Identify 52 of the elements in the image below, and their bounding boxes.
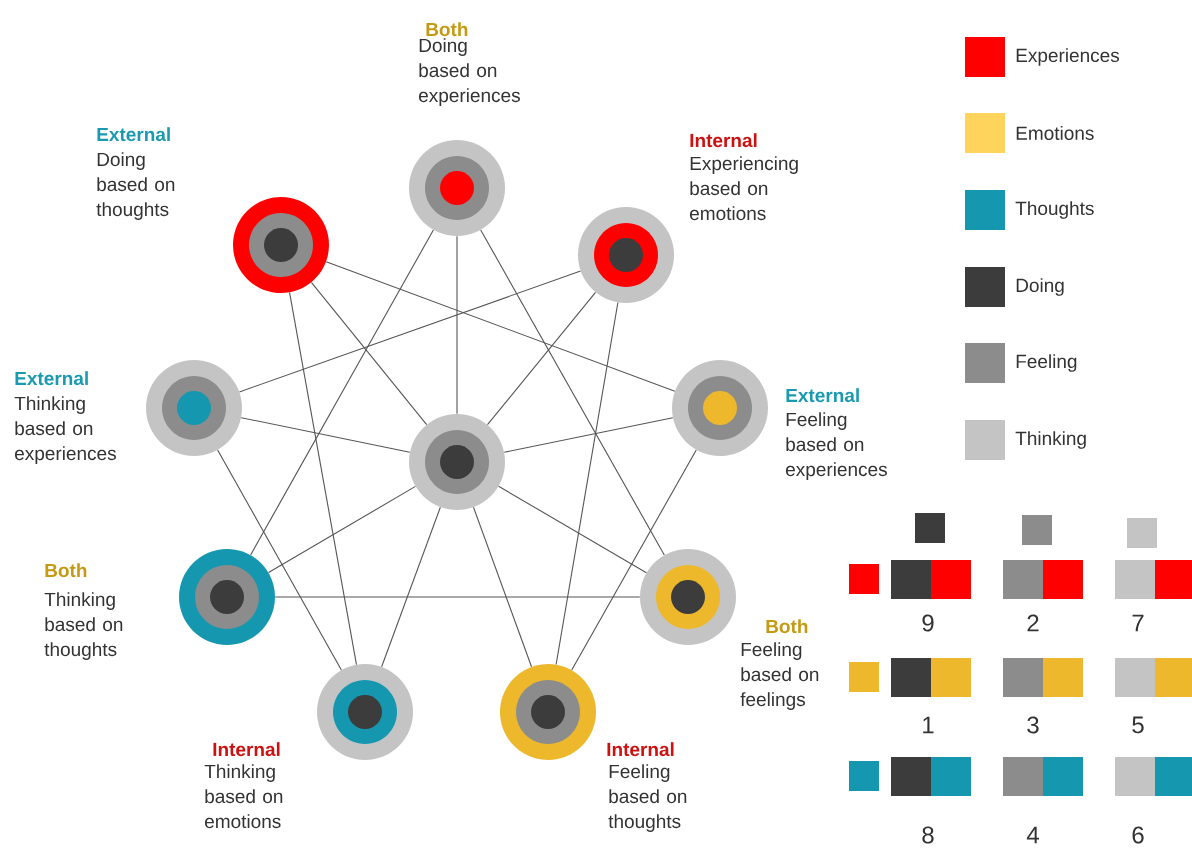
description: Feeling based on thoughts: [608, 764, 687, 832]
connector-line: [240, 417, 411, 453]
connector-line: [486, 291, 597, 426]
connector-line: [217, 449, 342, 671]
connector-line: [250, 229, 434, 556]
connector-line: [381, 506, 441, 668]
legend-label: Emotions: [1016, 126, 1094, 140]
legend-label: Feeling: [1016, 354, 1077, 372]
connector-line: [325, 261, 676, 392]
description: Feeling based on experiences: [786, 412, 887, 480]
heading: Internal: [607, 742, 674, 757]
connector-line: [274, 596, 641, 598]
heading: Internal: [690, 133, 757, 148]
combination-number: 7: [1132, 614, 1144, 632]
combination-number: 8: [922, 826, 934, 844]
combination-number: 2: [1027, 614, 1039, 632]
connector-line: [268, 485, 416, 574]
legend-label: Thoughts: [1015, 201, 1094, 219]
heading: Internal: [213, 742, 280, 757]
heading: External: [97, 127, 170, 142]
legend-label: Experiences: [1016, 48, 1120, 66]
description: Thinking based on thoughts: [44, 592, 123, 660]
ring-circle: [409, 414, 505, 510]
description: Experiencing based on emotions: [690, 156, 798, 221]
heading: External: [15, 371, 88, 386]
combination-number: 5: [1132, 716, 1144, 734]
legend-label: Thinking: [1015, 431, 1086, 449]
description: Thinking based on emotions: [204, 764, 283, 829]
connector-line: [289, 291, 358, 666]
connector-line: [571, 449, 697, 671]
connector-line: [472, 506, 533, 668]
connector-line: [456, 235, 458, 415]
combination-number: 3: [1027, 716, 1039, 734]
connector-line: [238, 270, 582, 393]
connector-line: [310, 281, 428, 426]
description: Doing based on experiences: [419, 38, 520, 106]
combination-number: 9: [922, 614, 934, 632]
legend-label: Doing: [1016, 278, 1064, 296]
combination-number: 6: [1132, 826, 1144, 844]
heading: External: [786, 388, 859, 403]
combination-number: 1: [923, 716, 934, 734]
connector-line: [498, 485, 647, 574]
heading: Both: [766, 619, 808, 634]
heading: Both: [426, 22, 468, 37]
connector-line: [480, 229, 665, 556]
description: Thinking based on experiences: [14, 396, 116, 464]
description: Doing based on thoughts: [96, 152, 175, 220]
connector-line: [555, 301, 619, 665]
description: Feeling based on feelings: [740, 642, 819, 710]
combination-number: 4: [1026, 826, 1039, 844]
heading: Both: [45, 563, 87, 578]
connector-line: [503, 417, 674, 453]
